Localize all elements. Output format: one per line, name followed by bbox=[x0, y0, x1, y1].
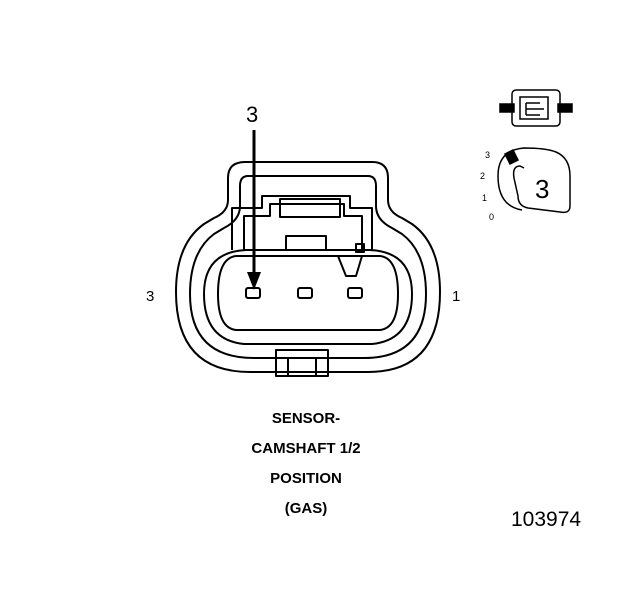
caption-line-2: CAMSHAFT 1/2 bbox=[251, 440, 361, 457]
caption-line-3: POSITION bbox=[270, 470, 342, 487]
left-side-pin-label: 3 bbox=[146, 288, 155, 305]
locking-tab-base bbox=[285, 235, 327, 251]
locking-tab-inner bbox=[243, 203, 363, 250]
connector-caption: SENSOR- CAMSHAFT 1/2 POSITION (GAS) bbox=[206, 404, 406, 524]
connector-outer-housing bbox=[175, 161, 441, 373]
locking-tab-frame bbox=[231, 195, 373, 250]
pin-3-terminal bbox=[245, 287, 261, 299]
key-scale-label-0: 0 bbox=[489, 212, 495, 222]
pin-arrow-head bbox=[247, 272, 261, 290]
connector-inner-ring bbox=[189, 175, 427, 359]
locking-tab bbox=[279, 198, 341, 218]
pin-2-terminal bbox=[297, 287, 313, 299]
key-scale-label-2: 2 bbox=[480, 171, 486, 181]
polarizing-key bbox=[337, 255, 363, 277]
connector-mating-face bbox=[203, 249, 413, 345]
connector-face-icon bbox=[499, 89, 573, 127]
caption-line-4: (GAS) bbox=[284, 500, 328, 517]
pin-1-terminal bbox=[347, 287, 363, 299]
right-side-pin-label: 1 bbox=[452, 288, 461, 305]
caption-line-1: SENSOR- bbox=[271, 410, 341, 427]
bottom-latch bbox=[275, 349, 329, 377]
pin-arrow-label: 3 bbox=[246, 102, 259, 127]
terminal-cavity bbox=[217, 255, 399, 331]
key-scale-label-1: 1 bbox=[482, 193, 488, 203]
position-key-icon bbox=[497, 147, 571, 214]
key-scale-label-3: 3 bbox=[485, 150, 491, 160]
key-notch bbox=[503, 148, 520, 166]
locking-tab-detent bbox=[355, 243, 365, 253]
figure-id: 103974 bbox=[511, 508, 582, 531]
key-number-label: 3 bbox=[535, 174, 550, 204]
